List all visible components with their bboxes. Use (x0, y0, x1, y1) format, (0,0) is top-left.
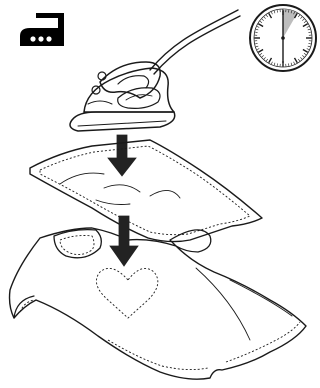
t-shirt-body (10, 228, 307, 379)
transfer-sheet (30, 140, 262, 242)
setting-dot-3 (46, 36, 51, 41)
arrow-down-icon-2 (110, 216, 138, 266)
heart-motif (96, 268, 157, 318)
clock-icon (250, 5, 316, 71)
setting-dot-1 (30, 36, 35, 41)
t-shirt (10, 228, 307, 379)
steam-iron-icon (70, 62, 175, 131)
iron-three-dots-icon (20, 13, 64, 46)
arrow-down-icon (108, 135, 136, 176)
setting-dot-2 (38, 36, 43, 41)
